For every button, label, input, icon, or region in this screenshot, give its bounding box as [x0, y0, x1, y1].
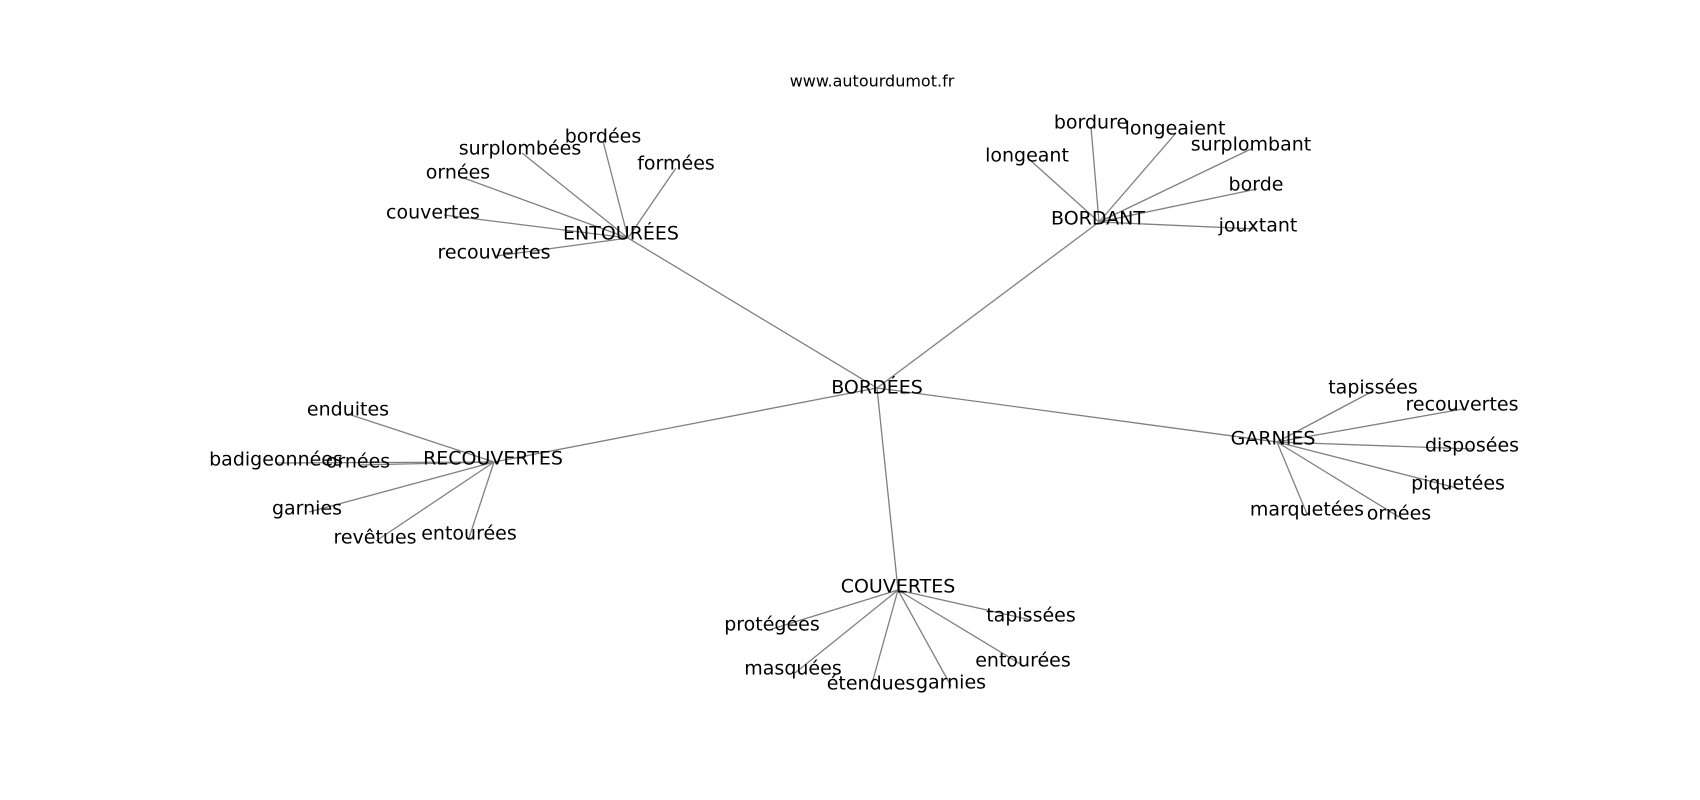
hub-to-neighbor-edge: [897, 589, 1023, 666]
neighbor-label: disposées: [1425, 435, 1519, 457]
hub-to-neighbor-edge: [347, 413, 495, 463]
neighbor-label: jouxtant: [1218, 215, 1298, 237]
neighbor-label: longeant: [985, 145, 1069, 167]
hub-to-neighbor-edge: [468, 461, 495, 539]
neighbor-label: borde: [1229, 174, 1284, 196]
neighbor-label: entourées: [421, 523, 517, 545]
neighbor-label: tapissées: [986, 605, 1076, 627]
hub-to-neighbor-edge: [771, 589, 899, 630]
neighbor-label: protégées: [724, 614, 820, 636]
hub-to-neighbor-edge: [1029, 159, 1100, 223]
neighbor-label: ornées: [326, 451, 390, 473]
hub-to-neighbor-edge: [897, 589, 1032, 621]
hub-to-neighbor-edge: [1098, 132, 1177, 223]
hub-to-neighbor-edge: [1098, 188, 1258, 223]
neighbor-label: ornées: [426, 162, 490, 184]
hub-to-neighbor-edge: [1098, 148, 1252, 223]
cluster-hub-label: ENTOURÉES: [563, 222, 679, 245]
neighbor-label: revêtues: [333, 527, 416, 549]
neighbor-label: piquetées: [1411, 473, 1505, 495]
neighbor-label: enduites: [307, 399, 389, 421]
hub-to-neighbor-edge: [460, 176, 629, 239]
hub-to-neighbor-edge: [602, 140, 629, 239]
hub-to-neighbor-edge: [443, 214, 629, 239]
neighbor-label: couvertes: [386, 202, 480, 224]
graph-edges: [276, 126, 1474, 688]
hub-to-neighbor-edge: [1276, 441, 1458, 489]
neighbor-label: masquées: [744, 658, 841, 680]
cluster-hub-label: BORDANT: [1051, 208, 1145, 230]
cluster-hub-label: RECOUVERTES: [423, 448, 563, 470]
neighbor-label: surplombant: [1191, 134, 1311, 156]
neighbor-label: bordées: [565, 126, 642, 148]
hub-to-neighbor-edge: [1090, 126, 1100, 223]
root-to-hub-edge: [876, 221, 1100, 389]
neighbor-label: garnies: [272, 498, 342, 520]
neighbor-label: formées: [637, 153, 715, 175]
neighbor-label: recouvertes: [438, 242, 551, 264]
hub-to-neighbor-edge: [870, 589, 899, 688]
hub-to-neighbor-edge: [897, 589, 952, 687]
hub-to-neighbor-edge: [627, 167, 677, 239]
neighbor-label: bordure: [1054, 112, 1128, 134]
hub-to-neighbor-edge: [357, 461, 495, 466]
neighbor-label: étendues: [827, 673, 916, 695]
source-label: www.autourdumot.fr: [790, 72, 955, 91]
cluster-hub-label: GARNIES: [1231, 428, 1316, 450]
neighbor-label: longeaient: [1125, 118, 1226, 140]
neighbor-label: entourées: [975, 650, 1071, 672]
neighbor-label: ornées: [1367, 503, 1431, 525]
root-to-hub-edge: [627, 237, 878, 389]
neighbor-label: tapissées: [1328, 377, 1418, 399]
neighbor-label: garnies: [916, 672, 986, 694]
hub-to-neighbor-edge: [1276, 408, 1464, 443]
hub-to-neighbor-edge: [1276, 441, 1308, 515]
hub-to-neighbor-edge: [521, 152, 629, 239]
root-to-hub-edge: [876, 387, 1278, 443]
hub-to-neighbor-edge: [794, 589, 899, 674]
hub-to-neighbor-edge: [1276, 441, 1400, 518]
hub-to-neighbor-edge: [1276, 390, 1374, 443]
root-to-hub-edge: [876, 387, 899, 591]
root-to-hub-edge: [493, 387, 878, 463]
neighbor-label: recouvertes: [1406, 394, 1519, 416]
root-node-label: BORDÉES: [831, 376, 923, 399]
neighbor-label: marquetées: [1250, 499, 1364, 521]
neighbor-label: badigeonnées: [209, 449, 343, 471]
hub-to-neighbor-edge: [495, 237, 629, 257]
cluster-hub-label: COUVERTES: [841, 576, 956, 598]
neighbor-label: surplombées: [459, 138, 582, 160]
hub-to-neighbor-edge: [1098, 221, 1258, 230]
graph-node-labels: BORDÉES ENTOURÉES BORDANT RECOUVERTES GA…: [209, 112, 1519, 695]
hub-to-neighbor-edge: [375, 461, 495, 542]
hub-to-neighbor-edge: [308, 461, 495, 513]
hub-to-neighbor-edge: [1276, 441, 1474, 450]
